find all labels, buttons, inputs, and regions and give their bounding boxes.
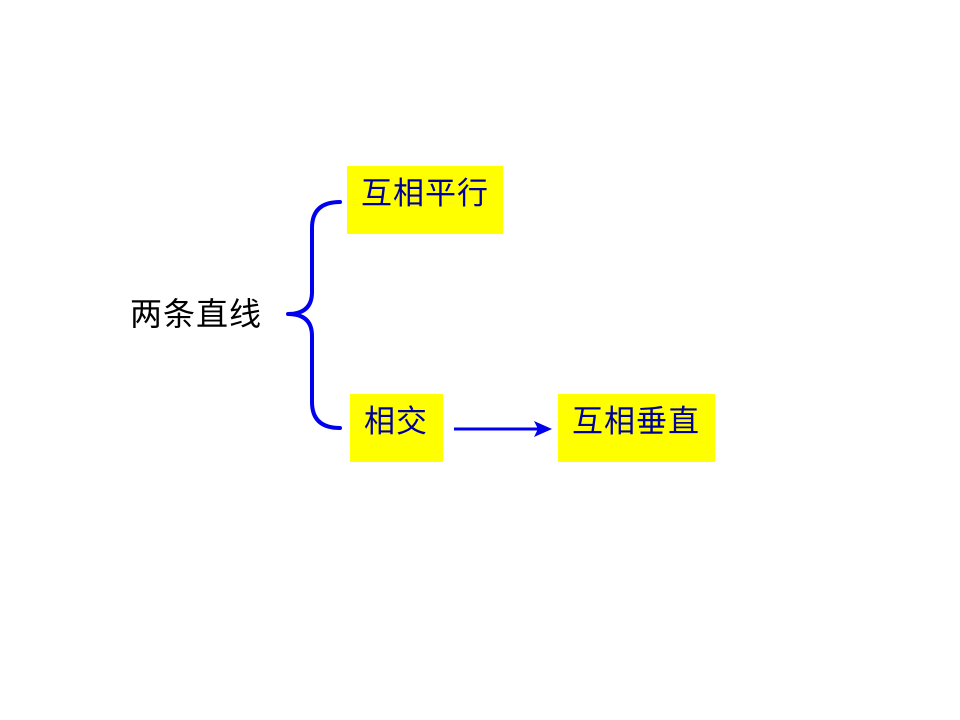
node-perpendicular: 互相垂直 — [558, 394, 715, 462]
node-intersect: 相交 — [350, 394, 443, 462]
arrow-head — [534, 421, 552, 437]
root-label-two-lines: 两条直线 — [130, 295, 263, 333]
node-parallel: 互相平行 — [347, 166, 503, 234]
curly-brace — [286, 200, 342, 430]
